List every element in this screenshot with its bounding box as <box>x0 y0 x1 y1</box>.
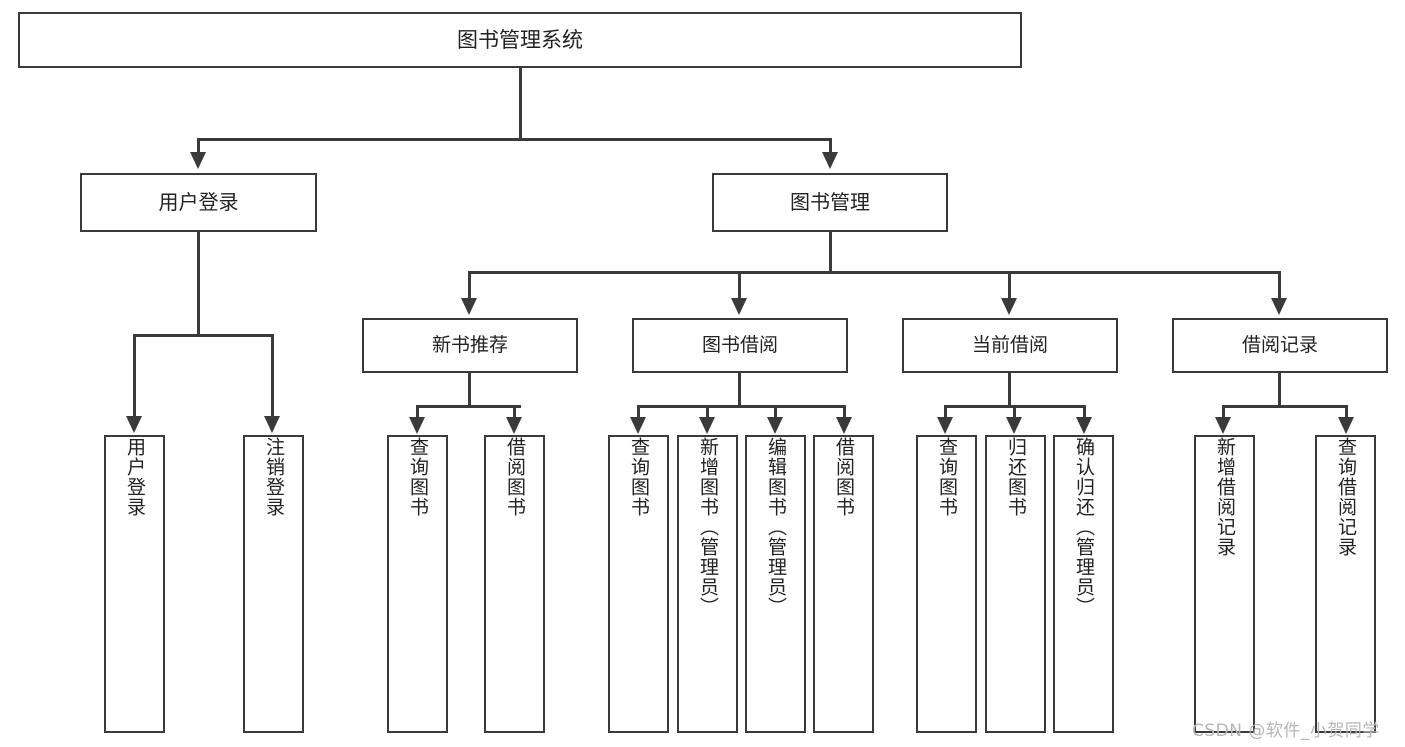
leaf-edit-book-admin[interactable]: 编辑图书（管理员） <box>745 435 806 733</box>
leaf-borrow-book-newbook[interactable]: 借阅图书 <box>484 435 545 733</box>
arrowhead-leaf-return-book <box>1006 417 1022 434</box>
node-label: 当前借阅 <box>971 333 1048 356</box>
arrowhead-leaf-borrow-book-1 <box>506 417 522 434</box>
node-book-management[interactable]: 图书管理 <box>712 173 948 232</box>
connector-currentborrow-drop-1 <box>944 405 947 419</box>
arrowhead-leaf-edit-book <box>767 417 783 434</box>
node-label: 用户登录 <box>124 437 146 517</box>
connector-borrowrecord-drop-1 <box>1222 405 1225 419</box>
arrowhead-leaf-query-record <box>1338 417 1354 434</box>
node-label: 图书管理系统 <box>457 27 583 52</box>
node-root-system[interactable]: 图书管理系统 <box>18 12 1022 68</box>
arrowhead-to-book-manage <box>822 152 838 169</box>
node-label: 图书管理 <box>790 190 870 214</box>
node-label: 借阅图书 <box>504 437 526 517</box>
connector-userlogin-stem <box>197 232 200 337</box>
connector-userlogin-drop-1 <box>133 334 136 418</box>
connector-bookmgmt-drop-4 <box>1278 271 1281 300</box>
arrowhead-leaf-query-book-3 <box>937 417 953 434</box>
arrowhead-to-new-book-rec <box>461 298 477 315</box>
node-label: 新增借阅记录 <box>1214 437 1236 557</box>
connector-bookborrow-bar <box>637 405 846 408</box>
node-label: 归还图书 <box>1005 437 1027 517</box>
connector-bookborrow-drop-1 <box>637 405 640 419</box>
node-label: 查询图书 <box>936 437 958 517</box>
arrowhead-leaf-user-login <box>126 416 142 433</box>
arrowhead-to-current-borrow <box>1001 298 1017 315</box>
arrowhead-leaf-add-book <box>699 417 715 434</box>
connector-currentborrow-stem <box>1008 373 1011 408</box>
arrowhead-to-borrow-record <box>1271 298 1287 315</box>
arrowhead-leaf-query-book-2 <box>630 417 646 434</box>
leaf-borrow-book[interactable]: 借阅图书 <box>813 435 874 733</box>
leaf-user-login[interactable]: 用户登录 <box>104 435 165 733</box>
connector-newbook-drop-1 <box>416 405 419 419</box>
node-label: 借阅记录 <box>1241 333 1318 356</box>
connector-userlogin-drop-2 <box>271 334 274 418</box>
connector-root-bar <box>197 138 831 141</box>
connector-root-drop-right <box>829 138 832 155</box>
connector-bookborrow-drop-3 <box>774 405 777 419</box>
leaf-confirm-return-admin[interactable]: 确认归还（管理员） <box>1053 435 1114 733</box>
connector-borrowrecord-stem <box>1278 373 1281 408</box>
connector-borrowrecord-bar <box>1222 405 1348 408</box>
connector-bookmgmt-drop-3 <box>1008 271 1011 300</box>
connector-newbook-drop-2 <box>513 405 516 419</box>
node-current-borrow[interactable]: 当前借阅 <box>902 318 1118 373</box>
node-label: 编辑图书（管理员） <box>765 437 787 617</box>
node-label: 新书推荐 <box>431 333 508 356</box>
node-label: 注销登录 <box>263 437 285 517</box>
leaf-add-book-admin[interactable]: 新增图书（管理员） <box>677 435 738 733</box>
leaf-add-borrow-record[interactable]: 新增借阅记录 <box>1194 435 1255 733</box>
node-label: 借阅图书 <box>833 437 855 517</box>
connector-root-drop-left <box>197 138 200 155</box>
leaf-query-book-current[interactable]: 查询图书 <box>916 435 977 733</box>
node-label: 新增图书（管理员） <box>697 437 719 617</box>
node-new-book-recommendation[interactable]: 新书推荐 <box>362 318 578 373</box>
connector-userlogin-bar <box>133 334 272 337</box>
leaf-return-book[interactable]: 归还图书 <box>985 435 1046 733</box>
connector-root-stem <box>519 68 522 140</box>
connector-currentborrow-drop-2 <box>1013 405 1016 419</box>
arrowhead-leaf-add-record <box>1215 417 1231 434</box>
connector-borrowrecord-drop-2 <box>1345 405 1348 419</box>
leaf-query-book-borrow[interactable]: 查询图书 <box>608 435 669 733</box>
node-label: 查询图书 <box>407 437 429 517</box>
node-label: 确认归还（管理员） <box>1073 437 1095 617</box>
connector-currentborrow-drop-3 <box>1083 405 1086 419</box>
connector-bookmgmt-stem <box>829 232 832 274</box>
arrowhead-leaf-query-book-1 <box>409 417 425 434</box>
connector-newbook-bar <box>416 405 521 408</box>
leaf-query-book-newbook[interactable]: 查询图书 <box>387 435 448 733</box>
node-book-borrow[interactable]: 图书借阅 <box>632 318 848 373</box>
node-borrow-record[interactable]: 借阅记录 <box>1172 318 1388 373</box>
connector-bookmgmt-drop-2 <box>738 271 741 300</box>
connector-bookmgmt-bar <box>468 271 1280 274</box>
csdn-watermark: CSDN @软件_小贺同学 <box>1192 721 1380 741</box>
node-label: 用户登录 <box>158 190 239 214</box>
node-label: 查询借阅记录 <box>1335 437 1357 557</box>
connector-bookborrow-stem <box>738 373 741 408</box>
arrowhead-leaf-logout <box>264 416 280 433</box>
arrowhead-leaf-borrow-book-2 <box>836 417 852 434</box>
connector-bookmgmt-drop-1 <box>468 271 471 300</box>
connector-newbook-stem <box>468 373 471 408</box>
connector-bookborrow-drop-4 <box>843 405 846 419</box>
arrowhead-to-user-login <box>190 152 206 169</box>
node-label: 查询图书 <box>628 437 650 517</box>
leaf-logout[interactable]: 注销登录 <box>243 435 304 733</box>
node-user-login[interactable]: 用户登录 <box>80 173 317 232</box>
arrowhead-leaf-confirm-return <box>1076 417 1092 434</box>
leaf-query-borrow-record[interactable]: 查询借阅记录 <box>1315 435 1376 733</box>
node-label: 图书借阅 <box>701 333 778 356</box>
connector-bookborrow-drop-2 <box>706 405 709 419</box>
arrowhead-to-book-borrow <box>731 298 747 315</box>
